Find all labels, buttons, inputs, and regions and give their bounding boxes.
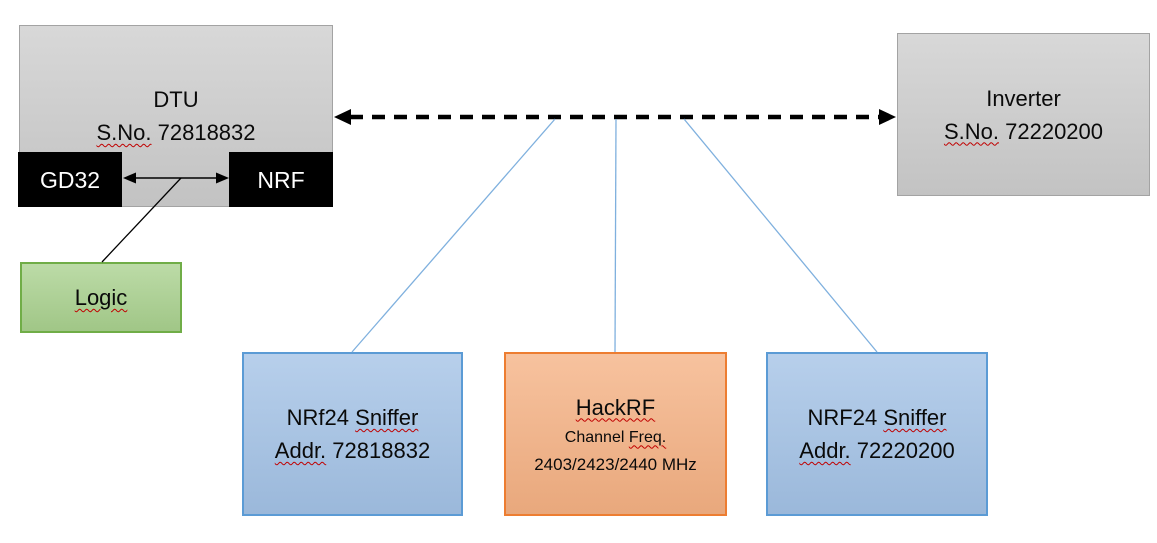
sniffer-right-box: NRF24 Sniffer Addr. 72220200	[766, 352, 988, 516]
sniffer-right-address: Addr. 72220200	[799, 438, 955, 463]
nrf-chip-box: NRF	[229, 152, 333, 207]
inverter-serial-number: 72220200	[1005, 118, 1104, 144]
hackrf-frequencies: 2403/2423/2440 MHz	[534, 454, 697, 474]
dtu-serial-number: 72818832	[157, 120, 256, 145]
tap-line-hackrf	[614, 118, 617, 353]
logic-box: Logic	[20, 262, 182, 333]
gd32-chip-box: GD32	[18, 152, 122, 207]
inverter-serial-line: S.No. 72220200	[944, 115, 1103, 148]
hackrf-channel-freq-label: Channel Freq.	[564, 428, 667, 446]
inverter-box: Inverter S.No. 72220200	[897, 33, 1150, 196]
dtu-box: DTU S.No. 72818832	[19, 25, 333, 207]
hackrf-title: HackRF	[575, 394, 656, 420]
sniffer-left-box: NRf24 Sniffer Addr. 72818832	[242, 352, 463, 516]
hackrf-box: HackRF Channel Freq. 2403/2423/2440 MHz	[504, 352, 727, 516]
dtu-serial-label: S.No.	[96, 120, 152, 145]
dashed-link-arrowhead-left	[334, 109, 351, 125]
tap-line-sniffer-right	[683, 118, 878, 353]
dashed-link-arrowhead-right	[879, 109, 896, 125]
sniffer-left-title: NRf24 Sniffer	[286, 405, 419, 430]
nrf-label: NRF	[257, 166, 305, 193]
tap-line-sniffer-left	[351, 118, 556, 353]
sniffer-left-address: Addr. 72818832	[274, 438, 431, 463]
gd32-label: GD32	[39, 166, 101, 193]
dtu-serial-line: S.No. 72818832	[96, 116, 255, 149]
sniffer-right-title: NRF24 Sniffer	[807, 405, 947, 430]
dtu-title: DTU	[153, 87, 199, 112]
inverter-serial-label: S.No.	[943, 118, 999, 144]
inverter-title: Inverter	[986, 85, 1061, 111]
logic-label: Logic	[74, 285, 128, 310]
